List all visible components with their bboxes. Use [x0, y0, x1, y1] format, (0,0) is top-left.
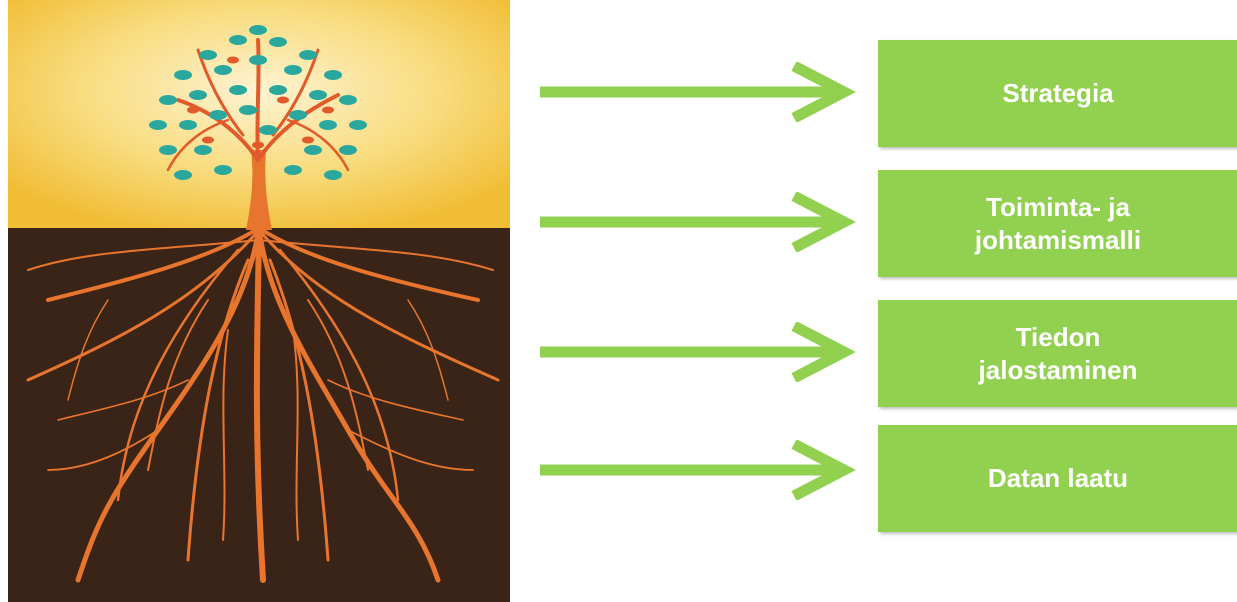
roots	[26, 225, 500, 583]
box-strategia: Strategia	[878, 40, 1237, 147]
right-arrow-icon	[540, 322, 856, 382]
right-arrow-icon	[540, 192, 856, 252]
orange-leaves	[187, 56, 334, 149]
right-arrow-icon	[540, 62, 856, 122]
right-arrow-icon	[540, 440, 856, 500]
trunk	[246, 150, 272, 230]
foliage	[149, 25, 367, 180]
box-datan-laatu: Datan laatu	[878, 425, 1237, 532]
box-tiedon-jalostaminen: Tiedon jalostaminen	[878, 300, 1237, 407]
box-toiminta-ja-johtamismalli: Toiminta- ja johtamismalli	[878, 170, 1237, 277]
tree-with-roots-illustration	[8, 0, 510, 602]
